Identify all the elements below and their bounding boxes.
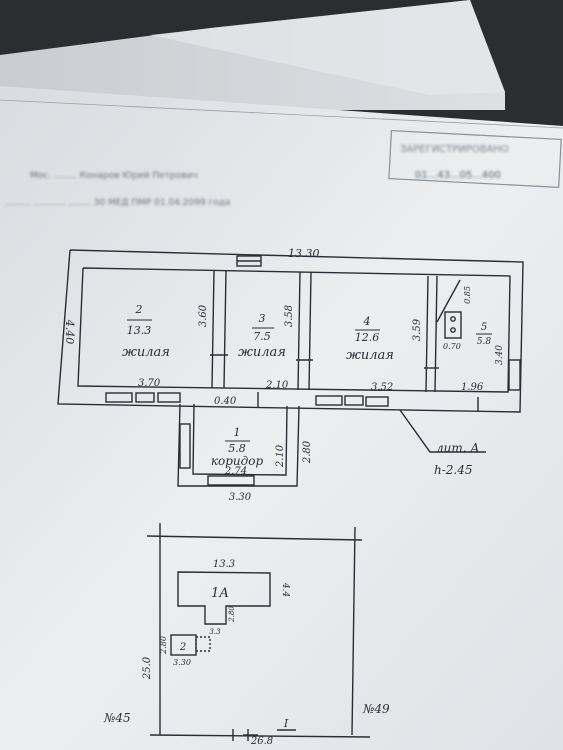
- dim-room-5-height: 3.40: [495, 345, 505, 365]
- main-building: [177, 571, 271, 625]
- dim-room-3-width: 2.10: [265, 380, 289, 391]
- dim-stair-width: 0.85: [463, 286, 472, 304]
- room-2-number: 2: [135, 303, 143, 316]
- dim-room-4-height: 3.59: [412, 318, 423, 341]
- window-bottom-2: [135, 392, 155, 403]
- room-3-area: 7.5: [253, 330, 271, 343]
- partition-2-3: [211, 269, 215, 389]
- outer-wall: [57, 249, 524, 413]
- site-building-side: 4.4: [280, 582, 290, 598]
- site-right-edge: [351, 526, 356, 736]
- partition-4-5b: [434, 275, 438, 393]
- site-left-neighbor: №45: [103, 711, 131, 725]
- room-3-type: жилая: [238, 345, 286, 360]
- paper-sheet: [0, 86, 563, 750]
- leader-label-lit: лит. А: [436, 441, 479, 455]
- partition-4-5: [425, 275, 429, 393]
- corridor-inner: [192, 403, 288, 476]
- window-bottom-1: [105, 392, 133, 403]
- site-top-edge: [146, 535, 363, 541]
- site-labels: 13.3 1А 4.4 2.80 3.3 2 2.80 3.30 25.0 26…: [103, 559, 390, 747]
- site-small-square-dim: 3.3: [209, 628, 221, 636]
- plan-labels: 13.30 4.40 2 13.3 жилая 3.60 3.70 3 7.5 …: [63, 247, 505, 503]
- corridor-window-bottom: [207, 475, 255, 486]
- dim-door-gap: 0.40: [214, 396, 237, 407]
- dim-room-2-height: 3.60: [198, 304, 209, 327]
- blurred-header: Мос. ........ Конаров Юрий Петрович ....…: [5, 171, 231, 208]
- dim-room-4-width: 3.52: [371, 382, 393, 393]
- site-annex-label: 2: [179, 642, 186, 653]
- window-bottom-5: [344, 395, 364, 406]
- site-building-label: 1А: [211, 586, 229, 601]
- site-annex-side: 2.80: [159, 636, 168, 655]
- site-road-marker: I: [283, 717, 289, 730]
- site-annex-small-dim: 2.80: [228, 606, 236, 623]
- dim-room-3-height: 3.58: [284, 305, 295, 327]
- dim-overall-width: 13.30: [288, 247, 320, 260]
- room-1-number: 1: [234, 426, 241, 439]
- room-5-number: 5: [481, 322, 487, 333]
- site-plan: [146, 523, 371, 741]
- room-2-area: 13.3: [127, 324, 152, 337]
- dim-room-5-width: 1.96: [461, 382, 484, 393]
- dim-corridor-depth-a: 2.10: [275, 444, 286, 468]
- floor-plan: [57, 249, 524, 487]
- dim-closet-area: 0.70: [443, 342, 461, 351]
- leader-line: [399, 409, 486, 453]
- closet-fixture-bottom: [450, 327, 456, 333]
- corridor-outer: [177, 403, 300, 487]
- corridor-window-left: [179, 423, 191, 469]
- room-4-area: 12.6: [355, 331, 380, 344]
- closet-fixture-top: [450, 316, 456, 322]
- header-line-2: ......... ........... ........ 30 МЕД ПМ…: [5, 198, 231, 208]
- dim-corridor-outer-width: 3.30: [229, 492, 252, 503]
- dim-corridor-inner-width: 2.74: [224, 466, 247, 477]
- stamp-text: ЗАРЕГИСТРИРОВАНО: [400, 144, 509, 155]
- site-annex-bottom: 3.30: [173, 658, 191, 667]
- leader-label-height: h-2.45: [434, 463, 473, 477]
- stair-line: [436, 279, 461, 323]
- room-4-type: жилая: [346, 348, 394, 363]
- room-4-number: 4: [363, 315, 371, 328]
- partition-2-3b: [223, 269, 227, 389]
- site-bottom-width: 26.8: [250, 736, 273, 747]
- dim-room-2-width: 3.70: [138, 378, 161, 389]
- annex-porch: [195, 636, 211, 652]
- registration-stamp: ЗАРЕГИСТРИРОВАНО 01...43...05...400: [388, 129, 562, 189]
- window-bottom-3: [157, 392, 181, 403]
- site-left-side: 25.0: [142, 656, 153, 680]
- site-top-width: 13.3: [213, 559, 235, 570]
- stamp-number: 01...43...05...400: [415, 170, 501, 181]
- dim-corridor-depth-b: 2.80: [302, 440, 313, 464]
- window-bottom-4: [315, 395, 343, 406]
- dim-overall-height: 4.40: [63, 319, 76, 345]
- room-3-number: 3: [259, 312, 266, 325]
- room-2-type: жилая: [122, 345, 170, 360]
- partition-3-4b: [308, 271, 312, 391]
- window-right: [508, 359, 521, 391]
- site-right-neighbor: №49: [362, 702, 390, 716]
- back-sheet-highlight: [150, 0, 505, 95]
- room-5-area: 5.8: [477, 337, 492, 347]
- window-bottom-6: [365, 396, 389, 407]
- partition-3-4: [297, 271, 301, 391]
- closet-box: [444, 311, 462, 339]
- room-1-area: 5.8: [228, 442, 246, 455]
- paper-fold-line: [0, 99, 563, 129]
- inner-wall: [77, 267, 511, 393]
- room-1-type: коридор: [211, 454, 264, 468]
- header-line-1: Мос. ........ Конаров Юрий Петрович: [30, 171, 198, 181]
- site-bottom-edge: [149, 734, 371, 738]
